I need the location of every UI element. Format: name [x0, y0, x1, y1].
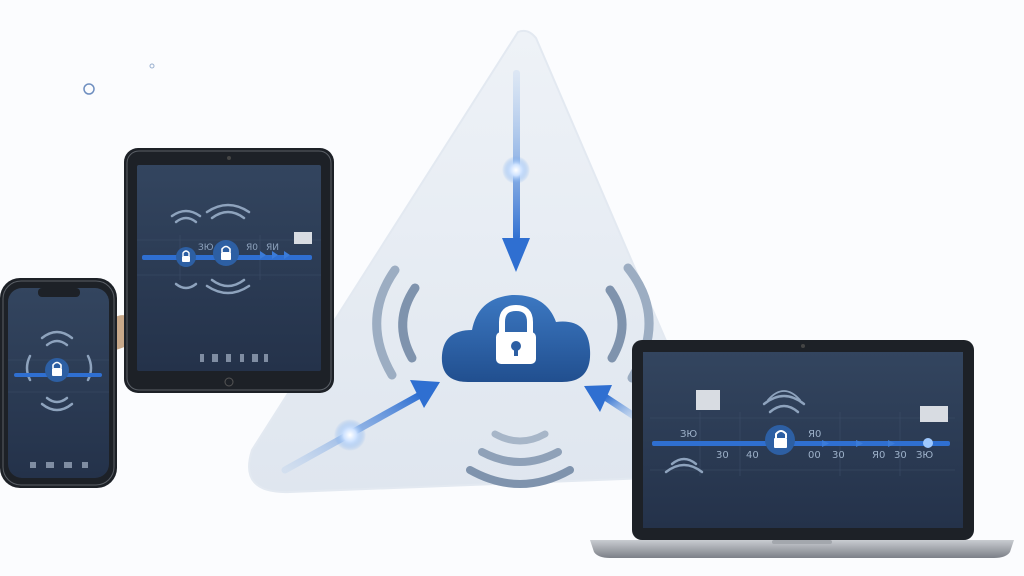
top-data-beam: [502, 70, 530, 272]
padlock-icon: [496, 304, 536, 364]
tablet-device: ЗЮ Я0 ЯИ: [113, 148, 334, 393]
phone-padlock-icon: [52, 368, 62, 376]
laptop-timeline-label: Я0: [808, 429, 821, 440]
decorative-dot: [83, 83, 95, 95]
tablet-timeline-label: ЯИ: [266, 243, 279, 253]
tablet-wifi-icon: [170, 203, 251, 295]
phone-wifi-icon: [25, 330, 93, 412]
left-data-beam: [281, 380, 440, 474]
tablet-padlock-icon: [182, 245, 231, 262]
laptop-timeline-label: Я0: [872, 450, 885, 461]
tablet-screen: [137, 165, 321, 371]
laptop-timeline-label: 30: [716, 450, 729, 461]
laptop-timeline-label: 30: [894, 450, 907, 461]
laptop-timeline-label: ЗЮ: [680, 429, 697, 440]
laptop-padlock-icon: [774, 430, 787, 448]
laptop-wifi-icon: [664, 390, 806, 474]
cloud-lock-icon: [441, 294, 591, 382]
phone-dock: [30, 462, 88, 468]
tablet-timeline-label: ЗЮ: [198, 243, 214, 253]
laptop-screen: [643, 352, 963, 528]
laptop-timeline-label: ЗЮ: [916, 450, 933, 461]
tablet-timeline-label: Я0: [246, 243, 258, 253]
laptop-base: [590, 540, 1014, 558]
laptop-timeline-label: 00: [808, 450, 821, 461]
laptop-timeline-label: 40: [746, 450, 759, 461]
laptop-device: ЗЮ 30 40 Я0 00 30 Я0 30 ЗЮ: [590, 340, 1014, 558]
decorative-dot: [149, 63, 155, 69]
laptop-timeline-label: 30: [832, 450, 845, 461]
phone-screen: [8, 288, 109, 478]
tablet-dock: [200, 354, 268, 362]
phone-device: [0, 278, 117, 488]
